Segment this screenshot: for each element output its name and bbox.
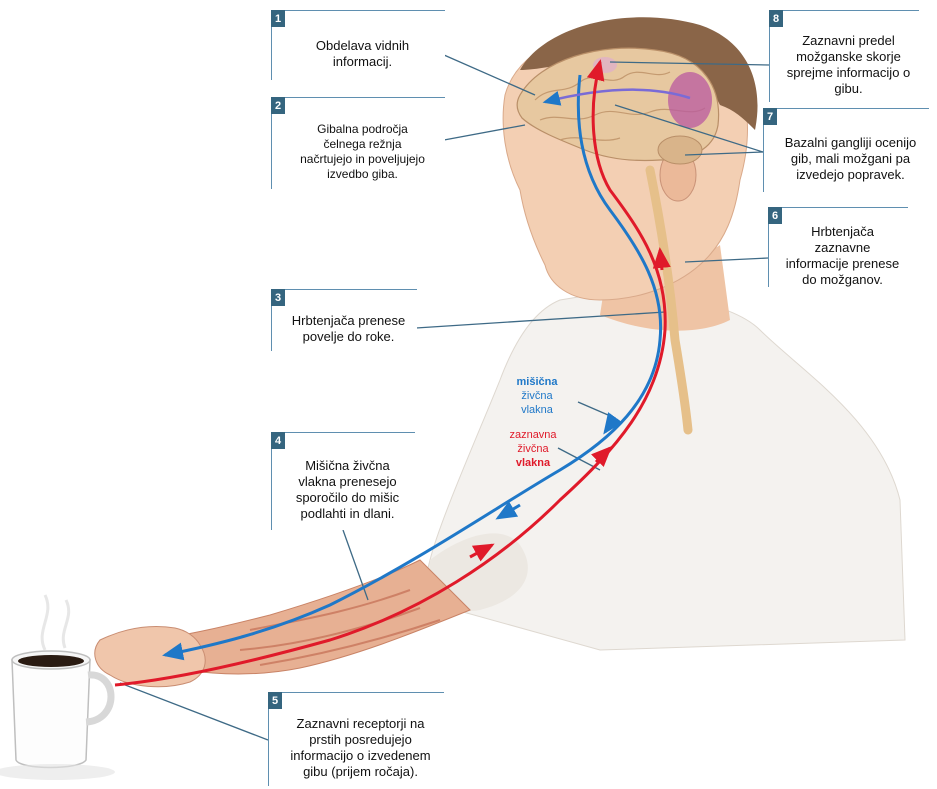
hand-shape <box>95 627 205 687</box>
callout-2: 2 Gibalna področja čelnega režnja načrtu… <box>271 97 445 189</box>
callout-number: 1 <box>271 10 285 27</box>
callout-text: Hrbtenjača zaznavne informacije prenese … <box>783 224 902 288</box>
sensory-arrow-neck <box>660 250 662 270</box>
motor-fiber-label-line2: živčna <box>507 389 567 403</box>
callout-4: 4 Mišična živčna vlakna prenesejo sporoč… <box>271 432 415 530</box>
callout-text: Hrbtenjača prenese povelje do roke. <box>292 313 405 345</box>
coffee-mug <box>0 651 115 780</box>
callout-number: 6 <box>768 207 782 224</box>
visual-cortex-highlight <box>668 72 712 128</box>
motor-fiber-label-line1: mišična <box>507 375 567 389</box>
callout-text: Bazalni gangliji ocenijo gib, mali možga… <box>785 135 917 183</box>
callout-text: Obdelava vidnih informacij. <box>316 38 409 70</box>
cerebellum-shape <box>658 136 702 164</box>
callout-6: 6 Hrbtenjača zaznavne informacije prenes… <box>768 207 908 287</box>
callout-text: Gibalna področja čelnega režnja načrtuje… <box>300 122 425 182</box>
callout-8: 8 Zaznavni predel možganske skorje sprej… <box>769 10 919 102</box>
sensory-fiber-label-line3: vlakna <box>500 456 566 470</box>
callout-1: 1 Obdelava vidnih informacij. <box>271 10 445 80</box>
steam <box>42 595 69 650</box>
callout-number: 3 <box>271 289 285 306</box>
callout-text: Mišična živčna vlakna prenesejo sporočil… <box>296 458 399 522</box>
sensory-fiber-label-line2: živčna <box>500 442 566 456</box>
motor-fiber-label: mišična živčna vlakna <box>507 375 567 417</box>
callout-7: 7 Bazalni gangliji ocenijo gib, mali mož… <box>763 108 929 192</box>
callout-number: 2 <box>271 97 285 114</box>
callout-text: Zaznavni predel možganske skorje sprejme… <box>787 33 911 97</box>
callout-3: 3 Hrbtenjača prenese povelje do roke. <box>271 289 417 351</box>
callout-text: Zaznavni receptorji na prstih posredujej… <box>290 716 430 780</box>
callout-number: 4 <box>271 432 285 449</box>
callout-number: 7 <box>763 108 777 125</box>
motor-fiber-label-line3: vlakna <box>507 403 567 417</box>
sensory-fiber-label: zaznavna živčna vlakna <box>500 428 566 470</box>
sensory-fiber-label-line1: zaznavna <box>500 428 566 442</box>
callout-number: 8 <box>769 10 783 27</box>
callout-number: 5 <box>268 692 282 709</box>
callout-5: 5 Zaznavni receptorji na prstih posreduj… <box>268 692 444 786</box>
